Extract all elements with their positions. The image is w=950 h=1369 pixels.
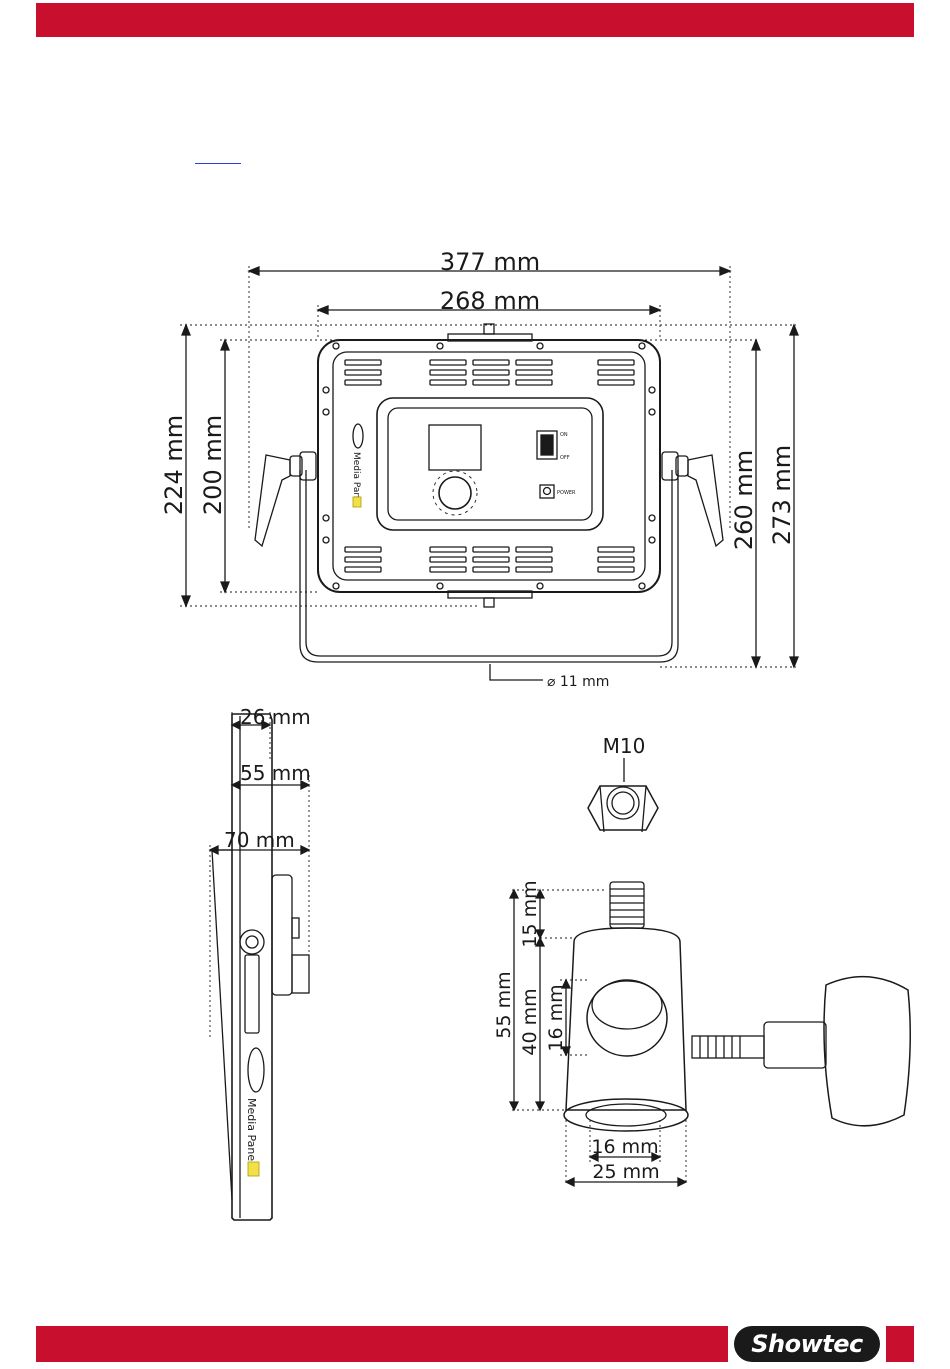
side-rear-tab <box>292 918 299 938</box>
dimension-label: 70 mm <box>224 828 295 852</box>
width-dimension-268: 268 mm <box>318 287 660 315</box>
display-window <box>429 425 481 470</box>
bottom-bolt <box>484 598 494 607</box>
side-brand-logo-icon <box>248 1048 264 1092</box>
dimension-label: 40 mm <box>519 988 541 1055</box>
dimension-label: 377 mm <box>440 248 540 276</box>
side-rear-connector <box>292 955 309 993</box>
dimension-label: 273 mm <box>768 445 796 545</box>
adapter-clamp-bolt <box>692 977 910 1126</box>
side-knob-inner <box>246 936 258 948</box>
dimension-label: 55 mm <box>240 761 311 785</box>
total-height-dimension: 55 mm <box>493 890 518 1110</box>
mounting-adapter: 15 mm 55 mm 40 mm 16 mm 16 mm <box>493 880 910 1186</box>
inner-diameter-dimension: 16 mm <box>590 1136 660 1161</box>
brand-logo-icon <box>353 424 363 448</box>
height-dimension-260: 260 mm <box>730 340 760 667</box>
panel-housing <box>318 340 660 592</box>
height-dimension-273: 273 mm <box>768 325 798 667</box>
dimension-label: 26 mm <box>240 705 311 729</box>
dimension-label: 16 mm <box>591 1136 658 1158</box>
m10-nut: M10 <box>588 734 658 832</box>
side-view: 26 mm 55 mm 70 mm Media Panel <box>210 705 311 1220</box>
dimension-label: 55 mm <box>493 971 515 1038</box>
vent-slots-top <box>345 360 634 385</box>
nut-thread-inner <box>612 792 634 814</box>
power-label: POWER <box>557 490 576 496</box>
outer-diameter-dimension: 25 mm <box>566 1161 686 1186</box>
top-bolt <box>484 324 494 334</box>
dimension-label: 260 mm <box>730 450 758 550</box>
brand-logo-text: Showtec <box>734 1326 880 1362</box>
side-product-badge <box>248 1162 259 1176</box>
switch-on-label: ON <box>560 432 568 438</box>
dimension-label: 224 mm <box>160 415 188 515</box>
panel-inner-frame <box>333 352 645 580</box>
adapter-threaded-stud <box>610 882 644 928</box>
side-handle-profile <box>212 850 232 1200</box>
clamp-knob <box>824 977 910 1126</box>
side-handle-lever <box>245 955 259 1033</box>
power-connector-icon <box>544 488 551 495</box>
adapter-cylinder-body <box>566 928 686 1110</box>
right-handle <box>662 452 723 546</box>
product-badge <box>353 497 361 507</box>
left-handle <box>255 452 316 546</box>
nut-thread-label: M10 <box>603 734 646 758</box>
brand-logo: Showtec <box>728 1320 886 1368</box>
control-knob <box>439 477 471 509</box>
dimension-label: ⌀ 11 mm <box>547 674 609 690</box>
dimension-label: 15 mm <box>519 880 541 947</box>
height-dimension-200: 200 mm <box>199 340 229 592</box>
control-panel-recess <box>377 398 603 530</box>
front-view: 377 mm 268 mm 224 mm 200 mm 260 mm <box>160 248 798 690</box>
vent-slots-bottom <box>345 547 634 572</box>
dimension-label: 25 mm <box>592 1161 659 1183</box>
dimension-label: 200 mm <box>199 415 227 515</box>
side-product-name: Media Panel <box>245 1098 258 1164</box>
power-switch-rocker <box>541 435 553 455</box>
hole-diameter-dimension: 16 mm <box>545 980 570 1055</box>
pipe-diameter-callout: ⌀ 11 mm <box>490 664 609 690</box>
dimension-label: 268 mm <box>440 287 540 315</box>
side-rear-housing <box>272 875 292 995</box>
width-dimension-377: 377 mm <box>249 248 730 276</box>
body-height-dimension: 40 mm <box>519 938 544 1110</box>
side-knob-outer <box>240 930 264 954</box>
height-dimension-224: 224 mm <box>160 325 190 606</box>
dimension-label: 16 mm <box>545 984 567 1051</box>
control-panel-face <box>388 408 592 520</box>
switch-off-label: OFF <box>560 455 570 461</box>
